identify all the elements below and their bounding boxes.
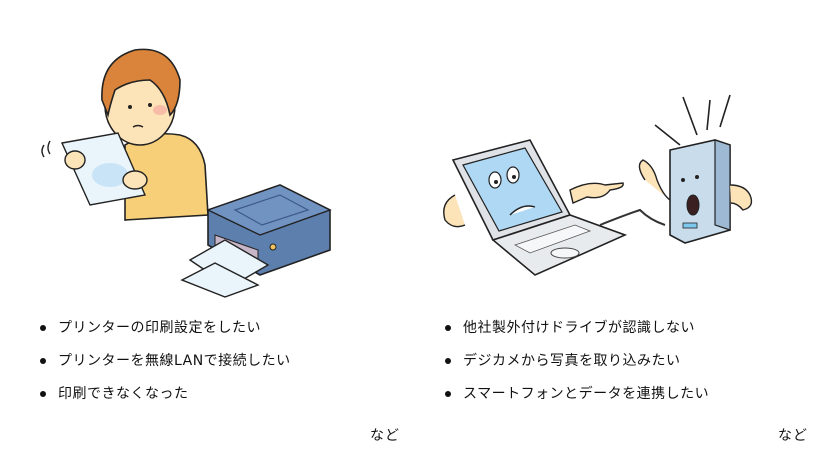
etc-label: など	[778, 428, 808, 444]
etc-label: など	[370, 428, 400, 444]
bullet-icon	[445, 325, 451, 331]
list-item-label: スマートフォンとデータを連携したい	[463, 386, 710, 402]
bullet-icon	[445, 391, 451, 397]
list-item-label: 印刷できなくなった	[58, 386, 189, 402]
laptop-and-drive-illustration	[443, 94, 753, 276]
right-panel: 他社製外付けドライブが認識しない デジカメから写真を取り込みたい スマートフォン…	[413, 0, 826, 460]
list-item-label: デジカメから写真を取り込みたい	[463, 353, 681, 369]
list-item-label: プリンターの印刷設定をしたい	[58, 320, 261, 336]
list-item: デジカメから写真を取り込みたい	[441, 351, 709, 371]
list-item-label: 他社製外付けドライブが認識しない	[463, 320, 695, 336]
list-item: プリンターを無線LANで接続したい	[36, 351, 291, 371]
right-issue-list: 他社製外付けドライブが認識しない デジカメから写真を取り込みたい スマートフォン…	[441, 318, 709, 417]
bullet-icon	[40, 358, 46, 364]
list-item: 印刷できなくなった	[36, 384, 291, 404]
bullet-icon	[40, 391, 46, 397]
left-issue-list: プリンターの印刷設定をしたい プリンターを無線LANで接続したい 印刷できなくな…	[36, 318, 291, 417]
list-item-label: プリンターを無線LANで接続したい	[58, 353, 291, 369]
list-item: スマートフォンとデータを連携したい	[441, 384, 709, 404]
bullet-icon	[445, 358, 451, 364]
list-item: プリンターの印刷設定をしたい	[36, 318, 291, 338]
left-panel: プリンターの印刷設定をしたい プリンターを無線LANで接続したい 印刷できなくな…	[0, 0, 413, 460]
woman-with-printer-illustration	[41, 48, 332, 298]
list-item: 他社製外付けドライブが認識しない	[441, 318, 709, 338]
bullet-icon	[40, 325, 46, 331]
